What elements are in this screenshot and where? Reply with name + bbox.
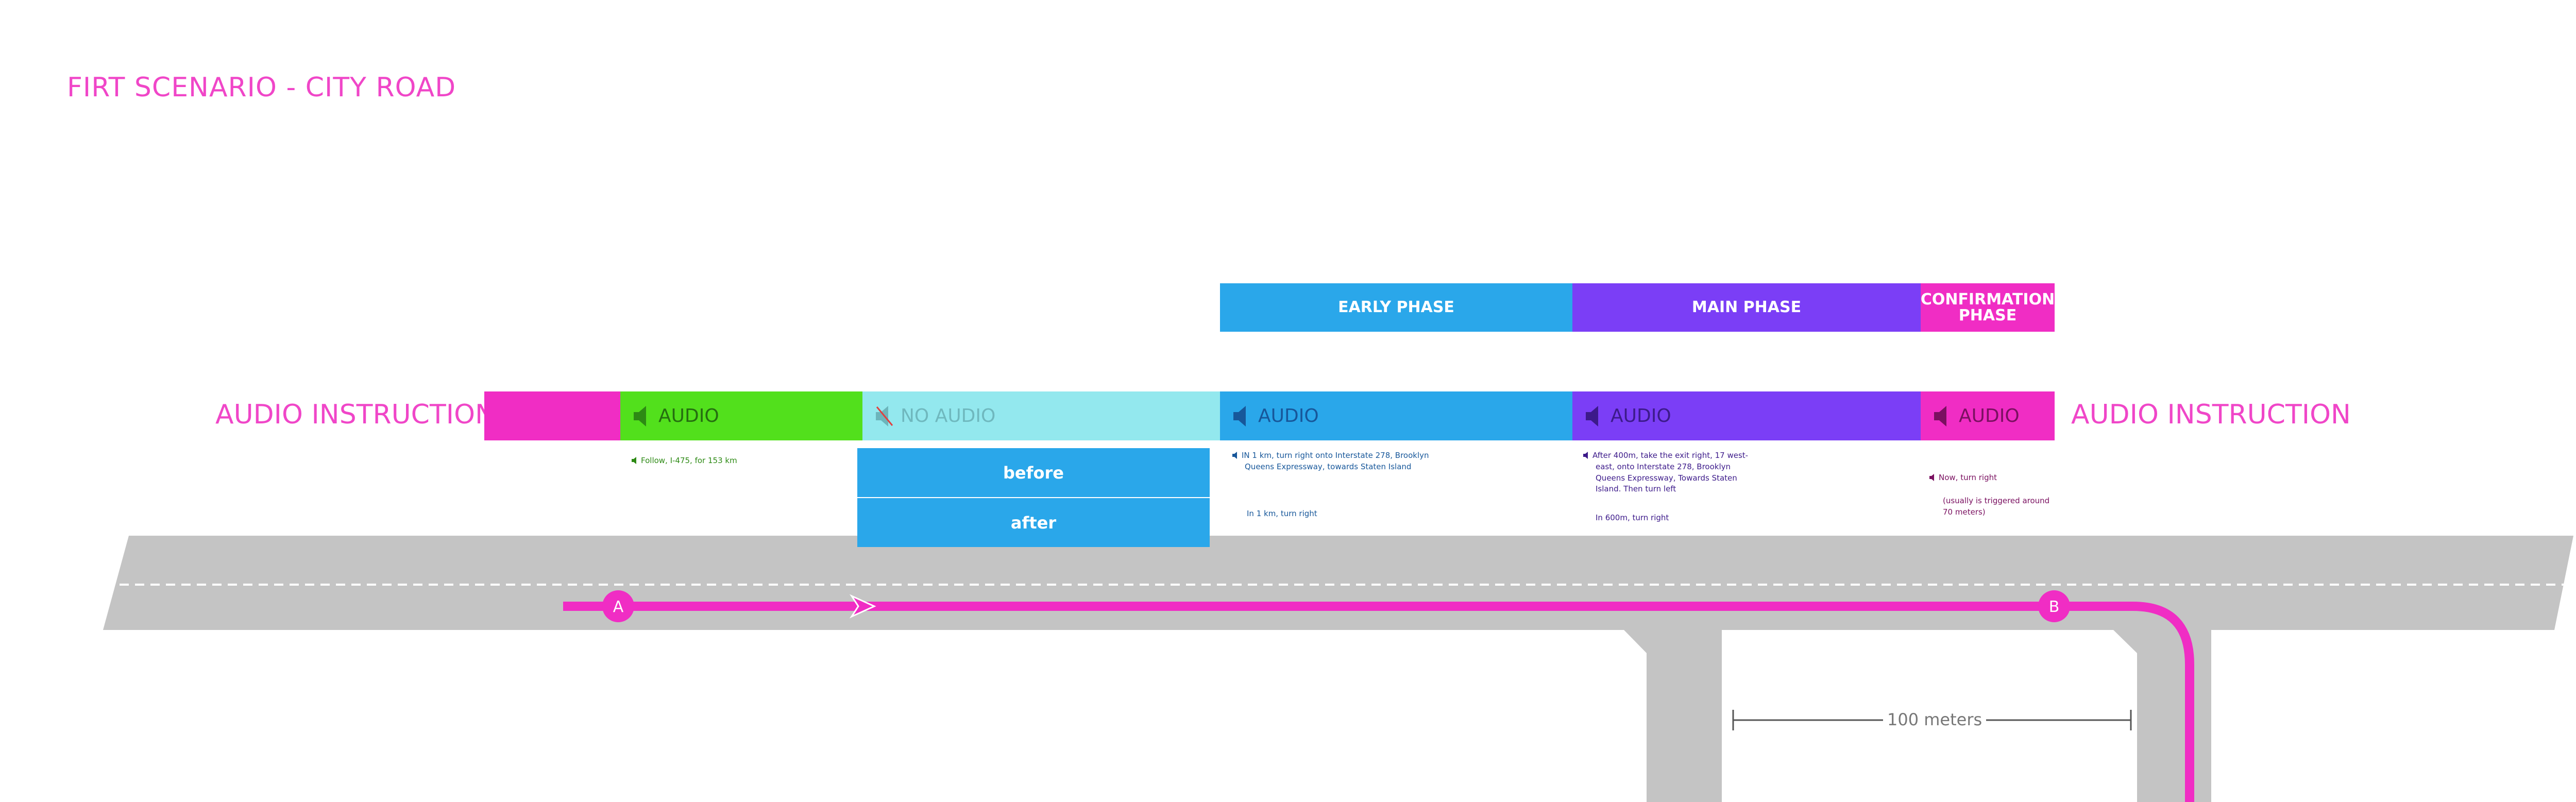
route-path (563, 602, 2194, 802)
page-title: FIRT SCENARIO - CITY ROAD (67, 72, 456, 103)
segment-label: AUDIO (658, 405, 719, 426)
segment-no-audio: NO AUDIO (862, 391, 1220, 440)
side-road-left (1624, 630, 1722, 802)
note-main-short: In 600m, turn right (1596, 513, 1669, 522)
note-line: (usually is triggered around (1943, 496, 2050, 505)
speaker-muted-icon (876, 405, 893, 426)
note-green: Follow, I-475, for 153 km (632, 455, 737, 467)
speaker-icon (1232, 452, 1237, 459)
note-confirmation-sub: (usually is triggered around 70 meters) (1943, 496, 2049, 518)
segment-label: AUDIO (1959, 405, 2020, 426)
marker-a (602, 590, 634, 622)
marker-b-label: B (2049, 598, 2060, 616)
note-line: After 400m, take the exit right, 17 west… (1592, 451, 1749, 460)
distance-label: 100 meters (1883, 710, 1987, 729)
segment-label: AUDIO (1611, 405, 1671, 426)
note-line: Queens Expressway, Towards Staten (1596, 473, 1737, 483)
note-early-short: In 1 km, turn right (1247, 509, 1317, 518)
segment-label: AUDIO (1258, 405, 1319, 426)
segment-audio-early: AUDIO (1220, 391, 1572, 440)
speaker-icon (1586, 405, 1598, 426)
speaker-icon (632, 457, 636, 464)
segment-audio-confirmation: AUDIO (1921, 391, 2055, 440)
after-button[interactable]: after (857, 498, 1210, 547)
confirmation-phase-header: CONFIRMATION PHASE (1921, 283, 2055, 332)
speaker-icon (1929, 474, 1934, 481)
note-line: east, onto Interstate 278, Brooklyn (1596, 462, 1731, 471)
speaker-icon (1583, 452, 1588, 459)
segment-prior (484, 391, 620, 440)
main-road (103, 536, 2573, 630)
side-road-right (2113, 630, 2211, 802)
note-line: Queens Expressway, towards Staten Island (1245, 462, 1412, 471)
segment-audio-green: AUDIO (620, 391, 862, 440)
main-phase-header: MAIN PHASE (1572, 283, 1921, 332)
marker-b (2038, 590, 2070, 622)
note-confirmation: Now, turn right (1929, 472, 1997, 484)
speaker-icon (634, 405, 646, 426)
note-line: Island. Then turn left (1596, 484, 1676, 494)
note-line: IN 1 km, turn right onto Interstate 278,… (1242, 451, 1429, 460)
speaker-icon (1233, 405, 1246, 426)
note-early: IN 1 km, turn right onto Interstate 278,… (1232, 450, 1429, 473)
note-text: Now, turn right (1939, 473, 1997, 482)
route-arrow-icon (849, 594, 876, 619)
segment-audio-main: AUDIO (1572, 391, 1921, 440)
marker-a-label: A (613, 598, 624, 616)
audio-instruction-label-right: AUDIO INSTRUCTION (2071, 399, 2351, 430)
before-button[interactable]: before (857, 448, 1210, 497)
audio-instruction-label-left: AUDIO INSTRUCTION (215, 399, 495, 430)
segment-label: NO AUDIO (901, 405, 996, 426)
early-phase-header: EARLY PHASE (1220, 283, 1572, 332)
note-line: 70 meters) (1943, 507, 1986, 517)
speaker-icon (1934, 405, 1946, 426)
note-text: Follow, I-475, for 153 km (641, 456, 737, 465)
note-main: After 400m, take the exit right, 17 west… (1583, 450, 1748, 495)
